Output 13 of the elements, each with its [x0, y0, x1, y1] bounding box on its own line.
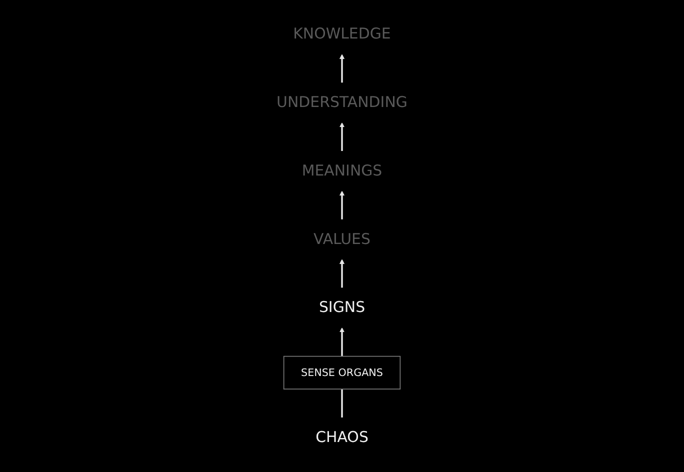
arrow: [339, 122, 345, 152]
node-text: MEANINGS: [302, 162, 382, 180]
node-text: VALUES: [314, 230, 370, 248]
arrow: [339, 327, 345, 356]
node-text: UNDERSTANDING: [276, 94, 408, 112]
connector: [341, 389, 343, 418]
node-text: KNOWLEDGE: [293, 26, 391, 43]
node-text: CHAOS: [316, 428, 368, 446]
arrow: [339, 190, 345, 220]
node-text: SIGNS: [318, 298, 366, 316]
node-box: SENSE ORGANS: [283, 356, 401, 390]
arrow: [339, 259, 345, 288]
arrow: [339, 54, 345, 83]
